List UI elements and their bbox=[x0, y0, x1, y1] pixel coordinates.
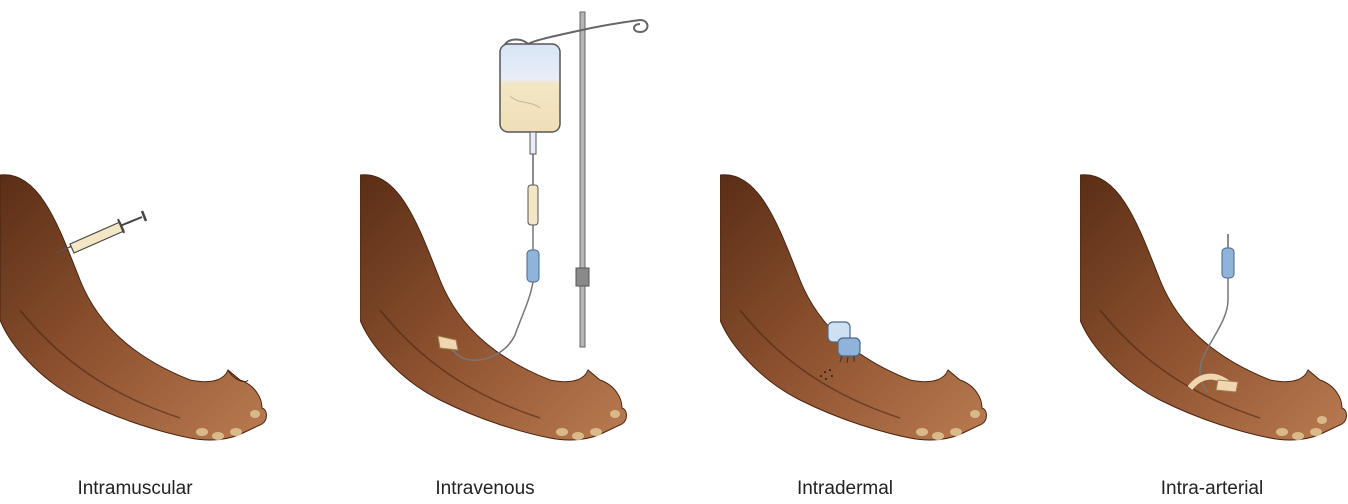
arm bbox=[360, 175, 627, 440]
caption-intra-arterial: Intra-arterial bbox=[1112, 478, 1312, 500]
panel-intradermal bbox=[720, 0, 1020, 470]
arm bbox=[720, 175, 987, 440]
fingernail bbox=[250, 410, 260, 418]
caption-intramuscular: Intramuscular bbox=[35, 478, 235, 500]
caption-intradermal: Intradermal bbox=[745, 478, 945, 500]
arm bbox=[1080, 175, 1347, 440]
syringe bbox=[56, 211, 146, 253]
fingernail bbox=[196, 428, 208, 436]
panel-intra-arterial bbox=[1080, 0, 1348, 470]
fingernail bbox=[212, 432, 224, 440]
fingernail bbox=[230, 428, 242, 436]
arm bbox=[0, 175, 267, 440]
iv-bag bbox=[500, 40, 560, 155]
panel-intramuscular bbox=[0, 0, 300, 470]
panel-intravenous bbox=[360, 0, 660, 470]
caption-intravenous: Intravenous bbox=[385, 478, 585, 500]
